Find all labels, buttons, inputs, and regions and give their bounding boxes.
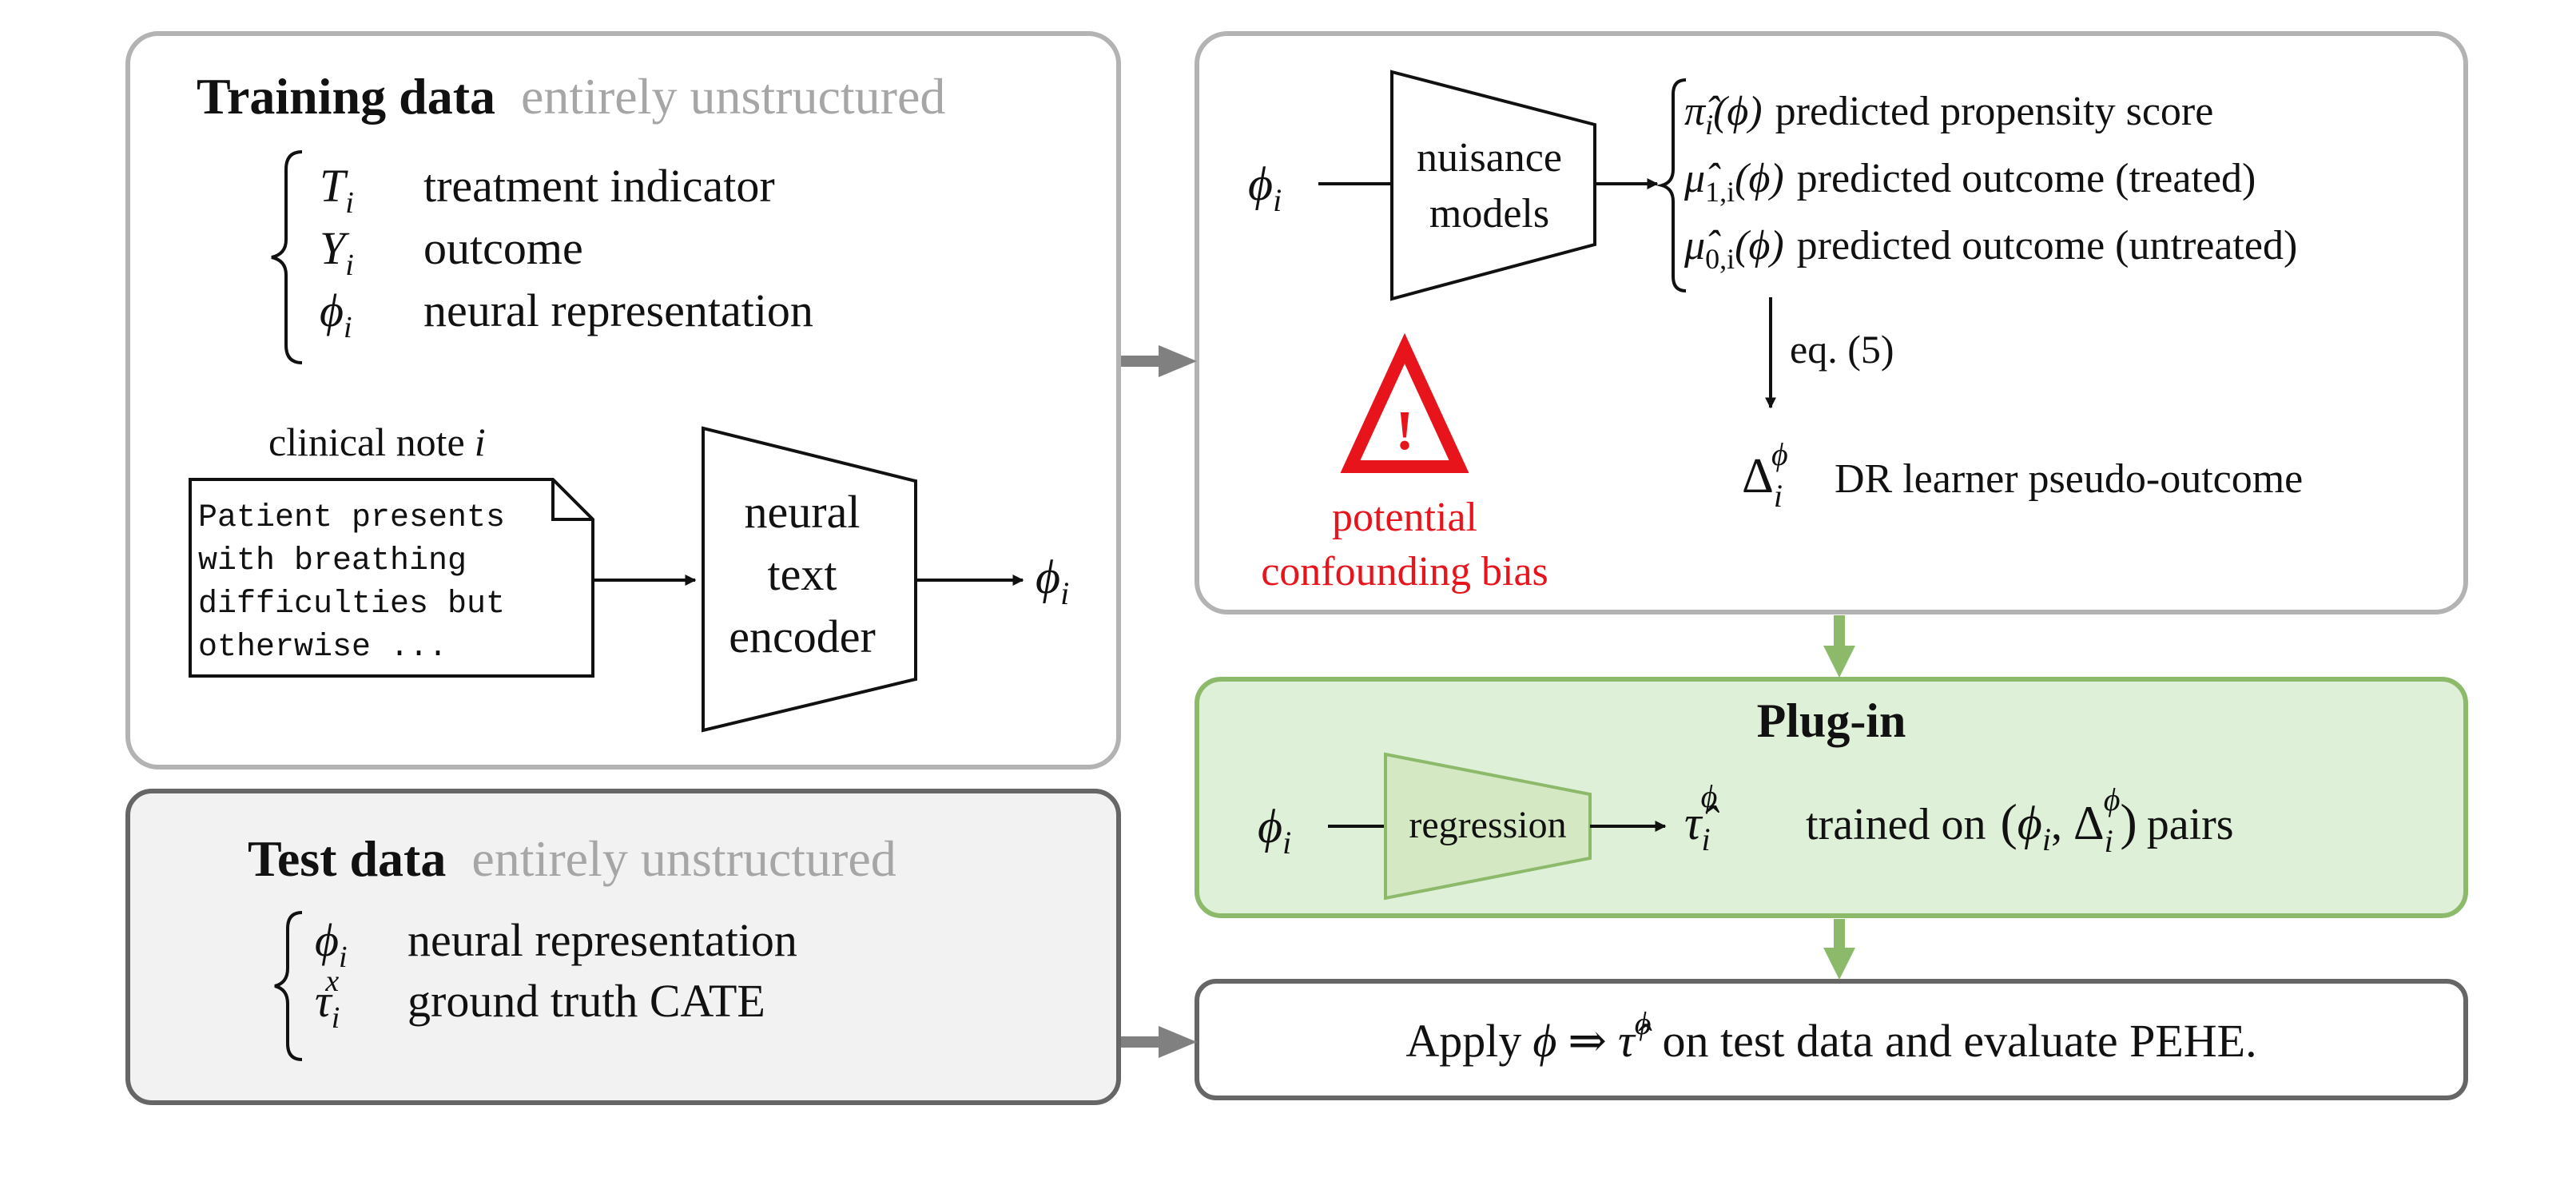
nuisance-output-brace: [1656, 78, 1687, 292]
nuisance-models-trapezoid: [1390, 70, 1596, 301]
nuisance-output-row: μ̂1,i(ϕ)predicted outcome (treated): [1684, 156, 2256, 208]
connector-arrows: [1121, 345, 1855, 1058]
warning-triangle-icon: !: [1340, 332, 1469, 473]
plugin-to-apply-arrowhead: [1823, 948, 1855, 980]
encoder-label: neural: [745, 486, 861, 538]
encoder-output: ϕi: [1036, 551, 1069, 611]
encoder-label: encoder: [729, 610, 876, 662]
test-item-sym: ϕi: [315, 914, 348, 974]
training-item-label: neural representation: [423, 284, 813, 336]
nuisance-label: models: [1429, 191, 1549, 237]
test-brace: [274, 911, 303, 1061]
test-panel-border: [125, 789, 1121, 1105]
plugin-trained-text: trained on(ϕi,Δiϕ)pairs: [1806, 781, 2234, 859]
test-item-label: neural representation: [407, 914, 797, 966]
eq5-label: eq. (5): [1790, 327, 1894, 372]
apply-panel-border: [1195, 979, 2468, 1100]
regression-trapezoid: [1384, 752, 1592, 901]
clinical-note-document: [189, 478, 594, 678]
training-data-panel: Training data entirely unstructured Ti t…: [125, 31, 1121, 769]
note-line: otherwise ...: [198, 630, 447, 666]
training-item-sym: Ti: [320, 160, 354, 220]
test-to-apply-arrowhead: [1159, 1026, 1197, 1058]
training-brace: [271, 150, 303, 364]
regression-label: regression: [1409, 804, 1566, 846]
plugin-title: Plug-in: [1757, 694, 1906, 747]
training-item-sym: Yi: [320, 222, 354, 282]
training-item-label: treatment indicator: [423, 160, 775, 212]
pseudo-outcome-label: DR learner pseudo-outcome: [1835, 456, 2303, 502]
note-line: Patient presents: [198, 500, 505, 536]
nuisance-input: ϕi: [1248, 157, 1282, 218]
test-item-sym: τix: [315, 964, 340, 1035]
test-subtitle: entirely unstructured: [471, 830, 896, 887]
svg-text:Training data entirely u: Training data entirely unstructured: [197, 68, 945, 125]
warning-label: potential: [1332, 495, 1477, 540]
plugin-panel: Plug-in ϕi regression τ̂iϕ trained on(ϕi…: [1195, 677, 2468, 918]
plugin-input: ϕi: [1258, 800, 1291, 861]
nuisance-label: nuisance: [1417, 135, 1562, 181]
nuisance-output-row: π̂i(ϕ)predicted propensity score: [1684, 89, 2213, 141]
test-title: Test data: [248, 830, 446, 887]
text-encoder-trapezoid: [702, 426, 917, 733]
nuisance-output-row: μ̂0,i(ϕ)predicted outcome (untreated): [1684, 223, 2297, 275]
encoder-label: text: [768, 548, 837, 600]
note-fold-icon: [551, 479, 593, 521]
training-title: Training data: [197, 68, 495, 125]
training-subtitle: entirely unstructured: [521, 68, 945, 125]
nuisance-panel: ϕi nuisance models π̂i(ϕ)predicted prope…: [1195, 31, 2468, 614]
training-to-nuisance-arrowhead: [1159, 345, 1197, 377]
warning-exclamation: !: [1395, 400, 1413, 462]
svg-text:Test data entirely unstr: Test data entirely unstructured: [248, 830, 896, 887]
training-item-sym: ϕi: [320, 284, 352, 344]
pseudo-outcome: Δiϕ: [1742, 436, 1788, 514]
note-line: with breathing: [198, 543, 467, 579]
test-data-panel: Test data entirely unstructured ϕi neura…: [125, 789, 1121, 1105]
training-item-label: outcome: [423, 222, 583, 274]
test-item-label: ground truth CATE: [407, 975, 765, 1027]
note-line: difficulties but: [198, 587, 505, 622]
nuisance-to-plugin-arrowhead: [1823, 646, 1855, 678]
warning-label: confounding bias: [1261, 549, 1548, 595]
